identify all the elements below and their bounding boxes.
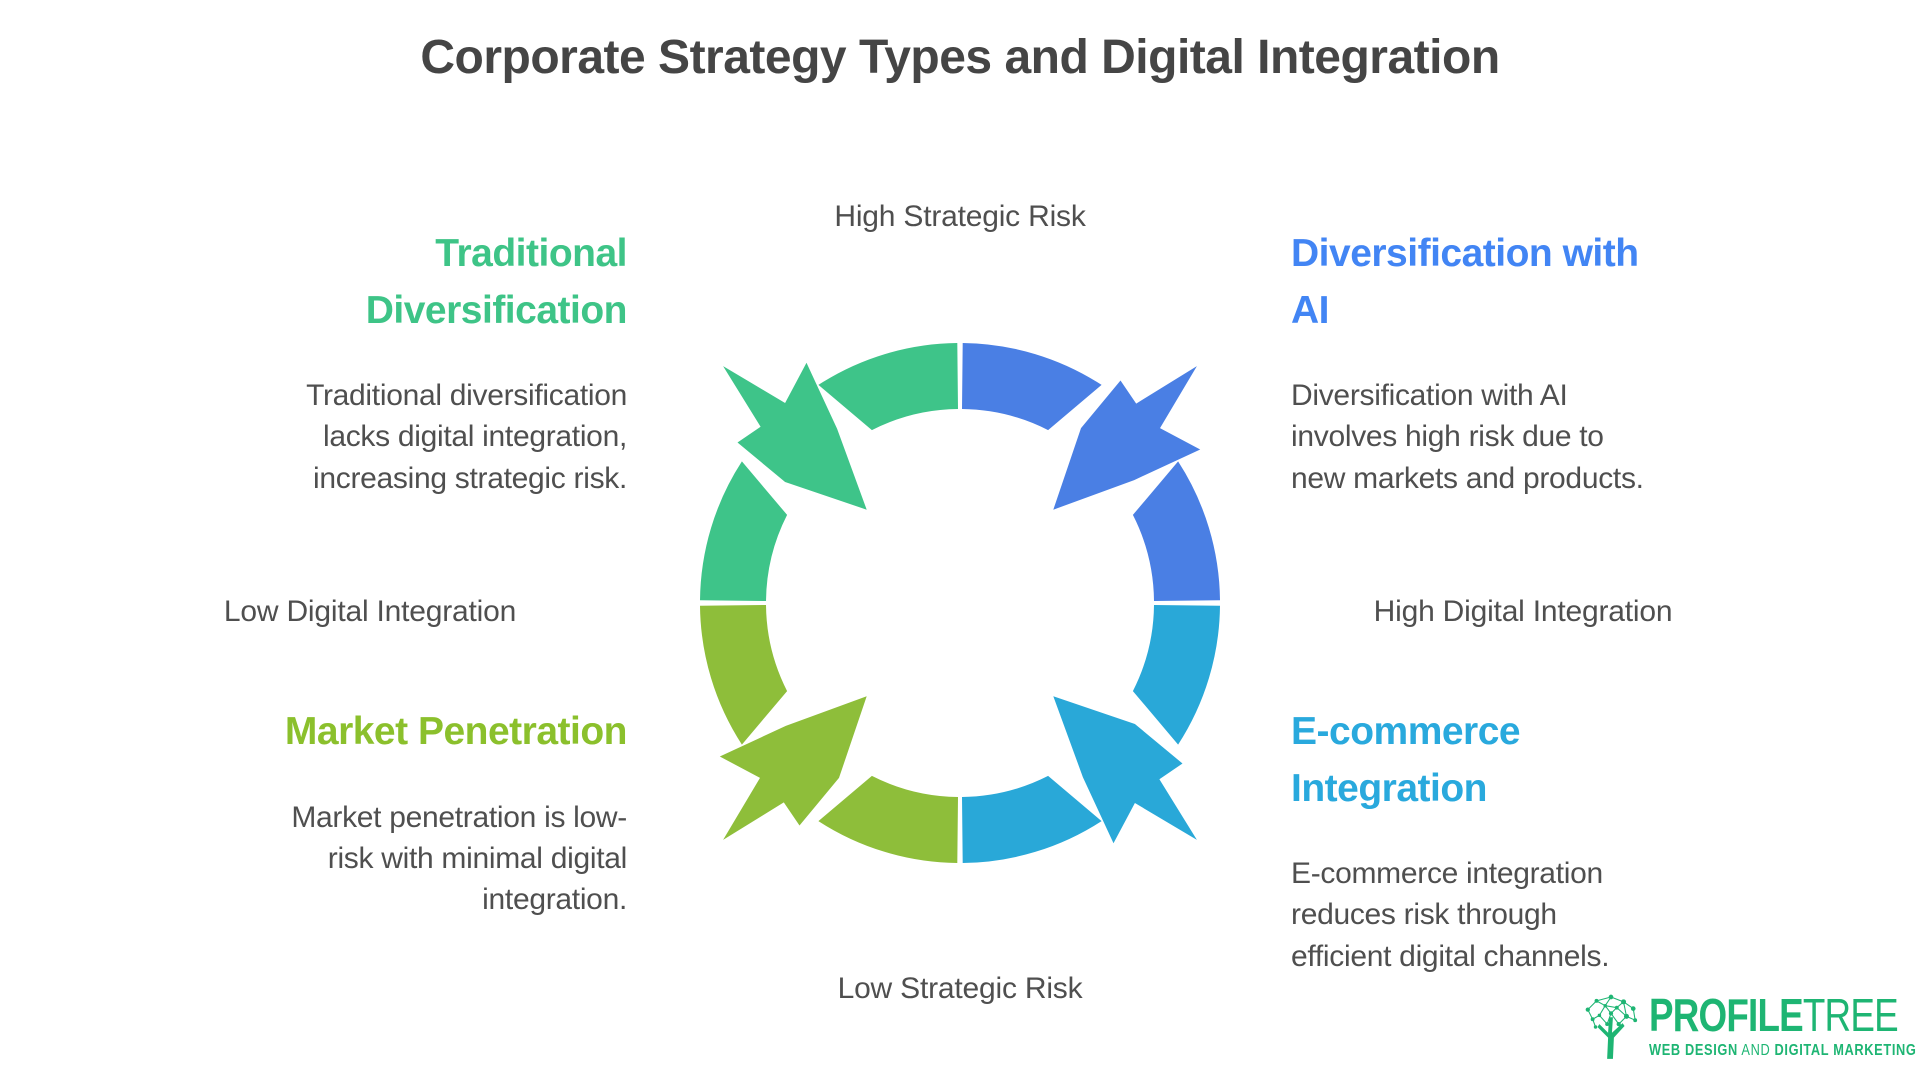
quadrant-heading-traditional-diversification: Traditional Diversification bbox=[365, 232, 628, 332]
quadrant-heading-diversification-with-ai: Diversification with AI bbox=[1291, 232, 1639, 332]
quadrant-heading-market-penetration: Market Penetration bbox=[284, 710, 628, 753]
profiletree-logo: PROFILETREE WEB DESIGN AND DIGITAL MARKE… bbox=[1582, 992, 1920, 1060]
quadrant-heading-e-commerce-integration: E-commerce Integration bbox=[1291, 710, 1521, 810]
segment-traditional-diversification-icon bbox=[700, 343, 958, 601]
quadrant-description-market-penetration: Market penetration is low- risk with min… bbox=[291, 800, 627, 917]
quadrant-description-traditional-diversification: Traditional diversification lacks digita… bbox=[306, 379, 627, 495]
quadrant-diversification-with-ai: Diversification with AI Diversification … bbox=[1291, 226, 1731, 499]
page-title: Corporate Strategy Types and Digital Int… bbox=[420, 31, 1500, 84]
profiletree-tagline: WEB DESIGN AND DIGITAL MARKETING bbox=[1649, 1042, 1917, 1059]
quadrant-description-e-commerce-integration: E-commerce integration reduces risk thro… bbox=[1291, 857, 1610, 973]
quadrant-market-penetration: Market Penetration Market penetration is… bbox=[190, 704, 628, 921]
cycle-arrows-diagram bbox=[700, 343, 1220, 863]
segment-e-commerce-integration-icon bbox=[962, 605, 1220, 863]
profiletree-logo-text: PROFILETREE WEB DESIGN AND DIGITAL MARKE… bbox=[1649, 992, 1917, 1060]
quadrant-e-commerce-integration: E-commerce Integration E-commerce integr… bbox=[1291, 704, 1731, 977]
quadrant-description-diversification-with-ai: Diversification with AI involves high ri… bbox=[1291, 379, 1644, 495]
profiletree-tree-icon bbox=[1585, 994, 1638, 1059]
axis-label-high-strategic-risk: High Strategic Risk bbox=[834, 200, 1086, 233]
axis-label-low-strategic-risk: Low Strategic Risk bbox=[837, 972, 1083, 1005]
segment-diversification-with-ai-icon bbox=[962, 343, 1220, 601]
segment-market-penetration-icon bbox=[700, 605, 958, 863]
quadrant-traditional-diversification: Traditional Diversification Traditional … bbox=[190, 226, 627, 499]
axis-label-high-digital-integration: High Digital Integration bbox=[1373, 595, 1673, 628]
profiletree-brand-name: PROFILETREE bbox=[1649, 989, 1899, 1041]
axis-label-low-digital-integration: Low Digital Integration bbox=[223, 595, 517, 628]
